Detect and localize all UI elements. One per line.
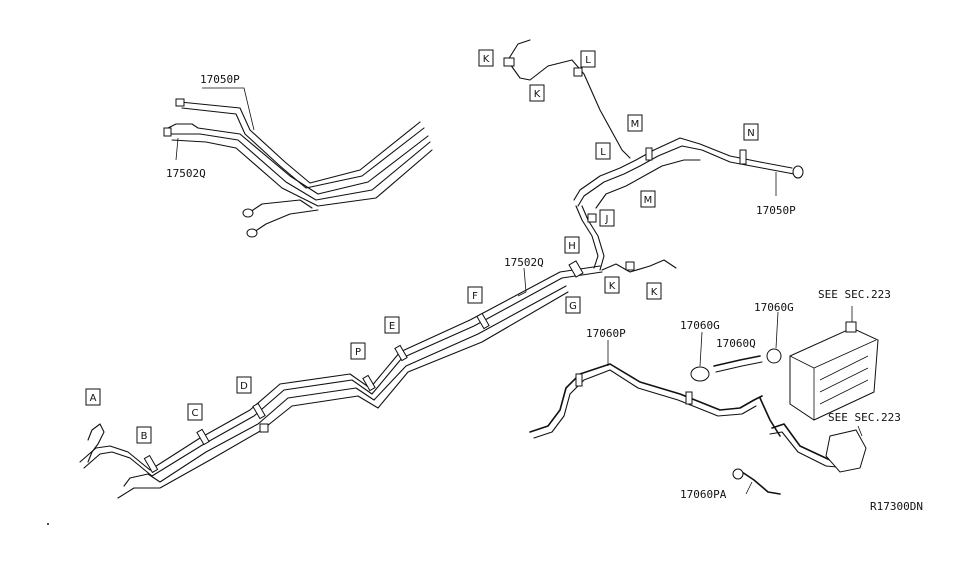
vapor-tube-17060P	[529, 340, 763, 439]
callout-N: N	[743, 123, 759, 141]
label-17060PA: 17060PA	[680, 488, 727, 501]
main-tube-bundle	[79, 260, 603, 499]
callout-F: F	[467, 286, 483, 304]
part-labels: 17050P 17502Q 17502Q 17050P 17060P 17060…	[166, 73, 923, 513]
callout-L-2: L	[595, 142, 611, 160]
callout-D: D	[236, 376, 252, 394]
svg-text:A: A	[90, 393, 97, 404]
label-17050P-right: 17050P	[756, 204, 796, 217]
svg-text:G: G	[569, 301, 577, 312]
label-17502Q-mid: 17502Q	[504, 256, 544, 269]
label-see-sec-223-b: SEE SEC.223	[828, 411, 901, 424]
clamp-17060G-b	[766, 348, 782, 364]
callout-H: H	[564, 236, 580, 254]
svg-text:B: B	[141, 431, 148, 442]
callout-P: P	[350, 342, 366, 360]
label-17060G-b: 17060G	[754, 301, 794, 314]
label-17502Q-top: 17502Q	[166, 167, 206, 180]
small-parts	[690, 311, 782, 495]
callout-G: G	[565, 296, 581, 314]
svg-text:E: E	[389, 321, 395, 332]
svg-text:F: F	[472, 291, 478, 302]
callout-K-2: K	[529, 84, 545, 102]
svg-text:N: N	[747, 128, 754, 139]
callout-A: A	[85, 388, 101, 406]
svg-text:J: J	[605, 214, 609, 225]
callout-K-3: K	[604, 276, 620, 294]
svg-text:L: L	[585, 55, 591, 66]
callout-M-2: M	[640, 190, 656, 208]
svg-text:K: K	[534, 89, 541, 100]
svg-text:K: K	[483, 54, 490, 65]
callout-B: B	[136, 426, 152, 444]
svg-text:K: K	[609, 281, 616, 292]
label-17050P-top: 17050P	[200, 73, 240, 86]
svg-text:M: M	[631, 119, 640, 130]
label-17060Q: 17060Q	[716, 337, 756, 350]
clamp-17060G-a	[690, 366, 710, 382]
callout-K-4: K	[646, 282, 662, 300]
svg-text:K: K	[651, 287, 658, 298]
callout-C: C	[187, 403, 203, 421]
callouts: A B C D P E F G H J K K K K L L M M N	[85, 49, 759, 444]
callout-L-1: L	[580, 50, 596, 68]
callout-J: J	[599, 209, 615, 227]
label-17060P: 17060P	[586, 327, 626, 340]
svg-text:C: C	[192, 408, 199, 419]
label-17060G-a: 17060G	[680, 319, 720, 332]
svg-text:H: H	[568, 241, 576, 252]
upper-left-tube-assembly	[163, 87, 433, 238]
svg-text:M: M	[644, 195, 653, 206]
svg-text:P: P	[355, 347, 361, 358]
upper-right-tubes	[503, 39, 804, 273]
callout-E: E	[384, 316, 400, 334]
svg-text:D: D	[240, 381, 248, 392]
evap-canister	[769, 306, 879, 473]
svg-text:L: L	[600, 147, 606, 158]
callout-K-1: K	[478, 49, 494, 67]
stray-dot	[47, 523, 49, 525]
diagram-id: R17300DN	[870, 500, 923, 513]
label-see-sec-223-a: SEE SEC.223	[818, 288, 891, 301]
callout-M-1: M	[627, 114, 643, 132]
